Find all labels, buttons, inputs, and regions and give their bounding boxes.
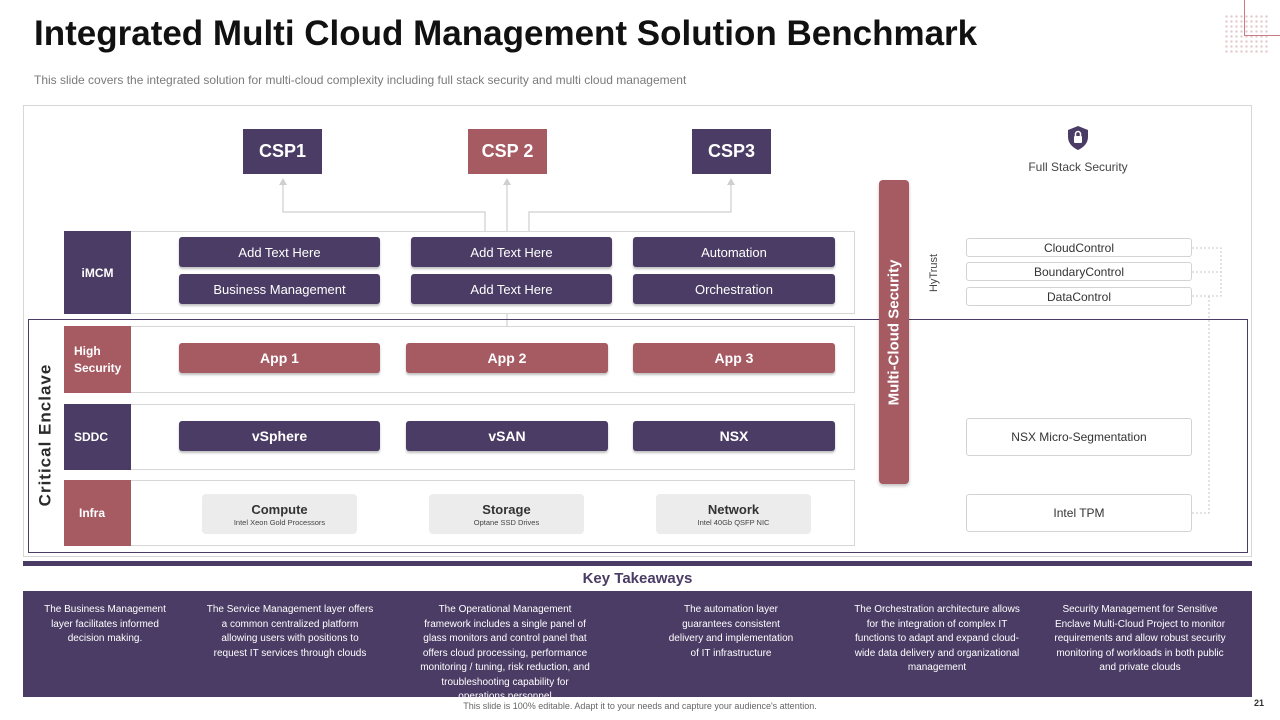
imcm-pill-1: Add Text Here	[179, 237, 380, 267]
critical-enclave-label: Critical Enclave	[35, 363, 54, 507]
decorative-dot-pattern	[1224, 14, 1270, 54]
arrow-head-csp1	[279, 178, 287, 185]
tpm-connector	[1192, 296, 1210, 514]
full-stack-security-label: Full Stack Security	[1028, 160, 1128, 174]
page-number: 21	[1254, 698, 1265, 708]
orchestration-pill: Orchestration	[633, 274, 835, 304]
app1-pill: App 1	[179, 343, 380, 373]
takeaway-security-management: Security Management for Sensitive Enclav…	[1054, 604, 1226, 673]
takeaway-orchestration: The Orchestration architecture allows fo…	[854, 604, 1020, 673]
hytrust-label: HyTrust	[928, 253, 940, 293]
automation-pill: Automation	[633, 237, 835, 267]
multi-cloud-security-bar: Multi-Cloud Security	[879, 180, 909, 484]
compute-box: Compute Intel Xeon Gold Processors	[202, 494, 357, 534]
app2-pill: App 2	[406, 343, 608, 373]
high-security-row-label: High Security	[64, 326, 131, 393]
decorative-corner	[1244, 0, 1280, 36]
critical-enclave-frame	[28, 319, 1248, 553]
network-subtitle: Intel 40Gb QSFP NIC	[697, 517, 770, 527]
csp3-box: CSP3	[692, 129, 771, 174]
imcm-pill-5: Add Text Here	[411, 274, 612, 304]
cloud-control-box: CloudControl	[966, 238, 1192, 257]
takeaway-business-management: The Business Management layer facilitate…	[44, 604, 166, 644]
imcm-row-label: iMCM	[64, 231, 131, 314]
nsx-micro-segmentation-box: NSX Micro-Segmentation	[966, 418, 1192, 456]
imcm-pill-2: Add Text Here	[411, 237, 612, 267]
connector-csp1	[282, 183, 486, 231]
nsx-pill: NSX	[633, 421, 835, 451]
shield-lock-icon	[1066, 125, 1090, 151]
csp2-box: CSP 2	[468, 129, 547, 174]
business-management-pill: Business Management	[179, 274, 380, 304]
compute-subtitle: Intel Xeon Gold Processors	[233, 517, 326, 527]
key-takeaways-title: Key Takeaways	[582, 570, 693, 587]
footer-note: This slide is 100% editable. Adapt it to…	[463, 701, 817, 711]
arrow-head-csp3	[727, 178, 735, 185]
takeaway-automation: The automation layer guarantees consiste…	[668, 604, 794, 659]
network-title: Network	[707, 501, 760, 517]
takeaway-operational-management: The Operational Management framework inc…	[420, 604, 590, 702]
diagram-frame	[23, 105, 1252, 557]
storage-box: Storage Optane SSD Drives	[429, 494, 584, 534]
vsan-pill: vSAN	[406, 421, 608, 451]
vsphere-pill: vSphere	[179, 421, 380, 451]
infra-row-label: Infra	[64, 480, 131, 546]
data-control-box: DataControl	[966, 287, 1192, 306]
key-takeaways-divider	[23, 561, 1252, 566]
takeaway-service-management: The Service Management layer offers a co…	[206, 604, 374, 659]
boundary-control-box: BoundaryControl	[966, 262, 1192, 281]
connector-csp3	[528, 183, 732, 231]
network-box: Network Intel 40Gb QSFP NIC	[656, 494, 811, 534]
slide-title: Integrated Multi Cloud Management Soluti…	[34, 14, 978, 53]
compute-title: Compute	[251, 501, 308, 517]
storage-title: Storage	[482, 501, 531, 517]
key-takeaways-panel	[23, 591, 1252, 697]
storage-subtitle: Optane SSD Drives	[473, 517, 540, 527]
app3-pill: App 3	[633, 343, 835, 373]
intel-tpm-box: Intel TPM	[966, 494, 1192, 532]
sddc-row-label: SDDC	[64, 404, 131, 470]
csp1-box: CSP1	[243, 129, 322, 174]
arrow-head-csp2	[503, 178, 511, 185]
slide-subtitle: This slide covers the integrated solutio…	[34, 73, 687, 87]
